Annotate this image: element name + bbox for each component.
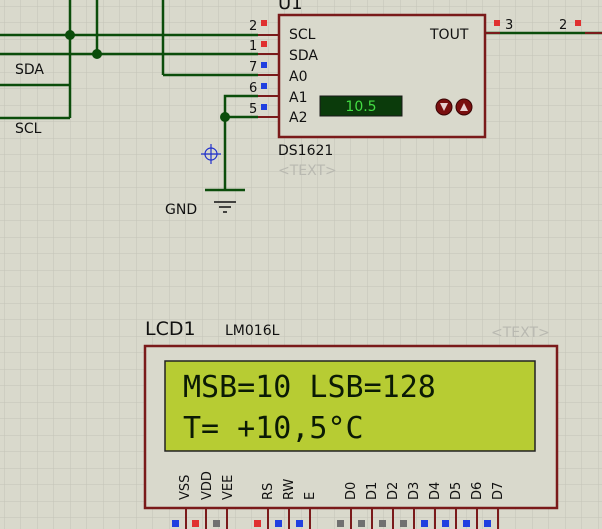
pin-state-led-red [261, 41, 267, 47]
pin-state-led-blue [261, 104, 267, 110]
pin-state-led-gray [337, 520, 344, 527]
lcd-pin-label: D3 [407, 482, 422, 500]
ds1621-component[interactable]: U1 DS1621 <TEXT> 2 1 7 6 5 3 SCL SDA A0 … [249, 0, 513, 179]
pin-name-sda: SDA [289, 48, 318, 64]
pin-state-led-red [575, 20, 581, 26]
pin-state-led-gray [379, 520, 386, 527]
pin-state-led-red [254, 520, 261, 527]
pin-name-a0: A0 [289, 69, 307, 85]
pin-state-led-gray [358, 520, 365, 527]
pin-state-led-red [494, 20, 500, 26]
pin-name-a2: A2 [289, 110, 307, 126]
gnd-label: GND [165, 202, 197, 218]
temperature-readout-value: 10.5 [345, 99, 376, 115]
pin-state-led-blue [261, 62, 267, 68]
pin-state-led-red [192, 520, 199, 527]
pin-state-led-gray [400, 520, 407, 527]
pin-state-led-blue [484, 520, 491, 527]
lcd-pin-label: E [303, 492, 318, 500]
lcd-line-2: T= +10,5°C [183, 411, 364, 446]
ds1621-ref: U1 [278, 0, 303, 14]
pin-state-led-blue [261, 83, 267, 89]
lcd-pin-label: D5 [449, 482, 464, 500]
lcd-pin-label: RS [261, 483, 276, 500]
lcd-pin-label: D0 [344, 482, 359, 500]
net-label-scl[interactable]: SCL [15, 121, 42, 137]
pin-number: 1 [249, 39, 257, 54]
wire-a1-gnd[interactable] [223, 94, 258, 190]
pin-number: 5 [249, 102, 257, 117]
pin-state-led-blue [421, 520, 428, 527]
pin-state-led-blue [172, 520, 179, 527]
lcd-pin-label: D4 [428, 482, 443, 500]
temperature-increase-button[interactable] [455, 98, 473, 116]
lcd-component[interactable]: LCD1 LM016L <TEXT> MSB=10 LSB=128 T= +10… [143, 318, 559, 529]
lcd-pin-label: RW [282, 478, 297, 500]
lcd-pin-label: D1 [365, 482, 380, 500]
junction-dot [220, 112, 230, 122]
pin-name-scl: SCL [289, 27, 316, 43]
pin-number: 2 [249, 19, 257, 34]
lcd-line-1: MSB=10 LSB=128 [183, 370, 436, 405]
lcd-pin-label: D6 [470, 482, 485, 500]
pin-number: 3 [505, 18, 513, 33]
pin-number: 6 [249, 81, 257, 96]
origin-marker-icon [201, 144, 221, 164]
lcd-pin-label: D2 [386, 482, 401, 500]
net-label-sda[interactable]: SDA [15, 62, 44, 78]
pin-state-led-blue [463, 520, 470, 527]
pin-state-led-gray [213, 520, 220, 527]
pin-name-a1: A1 [289, 90, 307, 106]
lcd-pin-label: VDD [200, 471, 215, 500]
pin-state-led-blue [296, 520, 303, 527]
lcd-text-placeholder: <TEXT> [491, 325, 550, 341]
lcd-pin-label: VSS [178, 475, 193, 500]
junction-dot [92, 49, 102, 59]
lcd-pin-label: VEE [221, 475, 236, 500]
temperature-decrease-button[interactable] [435, 98, 453, 116]
ground-symbol[interactable] [205, 188, 245, 213]
lcd-part-label: LM016L [225, 323, 280, 339]
wires[interactable] [0, 0, 602, 190]
junction-dot [65, 30, 75, 40]
pin-name-tout: TOUT [429, 27, 469, 43]
right-terminal[interactable]: 2 [559, 18, 602, 34]
terminal-number: 2 [559, 18, 567, 33]
lcd-screen [164, 360, 536, 452]
pin-number: 7 [249, 60, 257, 75]
pin-state-led-blue [275, 520, 282, 527]
pin-state-led-blue [442, 520, 449, 527]
ds1621-text-placeholder: <TEXT> [278, 163, 337, 179]
lcd-pin-label: D7 [491, 482, 506, 500]
ds1621-part-label: DS1621 [278, 143, 333, 159]
lcd-ref: LCD1 [145, 318, 196, 340]
arrow-down-icon [440, 103, 448, 111]
pin-state-led-red [261, 20, 267, 26]
temperature-readout [319, 95, 403, 117]
arrow-up-icon [460, 103, 468, 111]
